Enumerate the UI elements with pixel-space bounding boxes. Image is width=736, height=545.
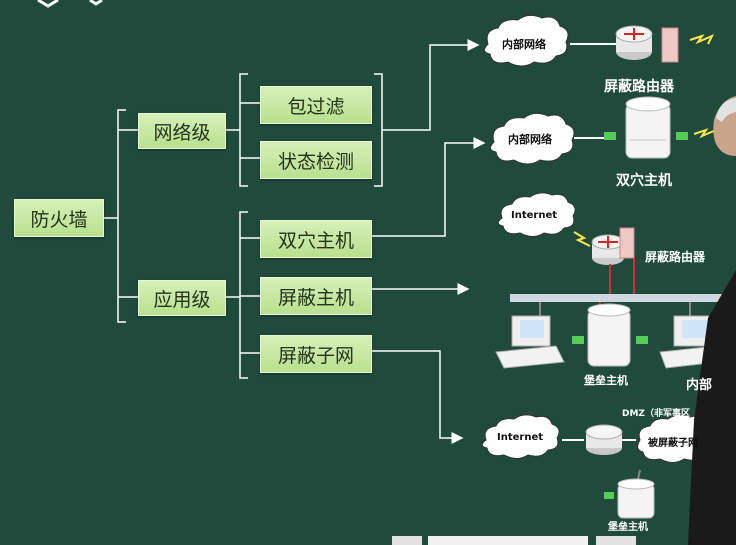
cloud-icon — [490, 112, 575, 165]
nic-icon — [636, 336, 648, 344]
d3-device-label: 屏蔽路由器 — [645, 250, 706, 264]
workstation-icon — [495, 315, 565, 369]
diagram4 — [481, 414, 705, 519]
server-icon — [587, 303, 631, 367]
d3-cloud-label: Internet — [511, 210, 558, 221]
cloud-icon — [484, 14, 569, 67]
root-node-firewall: 防火墙 — [14, 199, 104, 237]
node-dual-homed-host: 双穴主机 — [260, 220, 372, 258]
node-screened-subnet: 屏蔽子网 — [260, 335, 372, 373]
tree-connectors — [104, 39, 486, 444]
diagram1 — [484, 14, 715, 67]
d3-host2-label: 内部 — [686, 378, 713, 393]
d3-host1-label: 堡垒主机 — [584, 374, 628, 387]
node-packet-filter: 包过滤 — [260, 86, 372, 124]
node-app-level: 应用级 — [138, 280, 226, 316]
d4-subnet-label: 被屏蔽子网 — [648, 438, 698, 449]
diagram3 — [495, 192, 736, 369]
router-icon — [585, 424, 623, 455]
top-decoration — [37, 0, 103, 8]
d4-cloud-label: Internet — [497, 432, 544, 443]
server-icon — [617, 478, 655, 519]
node-network-level: 网络级 — [138, 113, 226, 149]
bottom-bar — [428, 536, 588, 545]
d2-cloud-label: 内部网络 — [508, 133, 552, 146]
d4-host-label: 堡垒主机 — [608, 522, 648, 533]
network-bus — [510, 294, 736, 302]
cloud-icon — [497, 192, 576, 237]
d2-device-label: 双穴主机 — [616, 173, 672, 189]
bottom-bar — [392, 536, 422, 545]
d1-cloud-label: 内部网络 — [502, 38, 546, 51]
diagram2 — [490, 96, 717, 165]
router-icon — [615, 25, 679, 63]
presenter-figure — [688, 96, 736, 545]
d4-zone-label: DMZ（非军事区 — [622, 409, 690, 419]
nic-icon — [604, 492, 614, 499]
d1-device-label: 屏蔽路由器 — [604, 79, 674, 95]
nic-icon — [676, 132, 688, 140]
bottom-bar — [596, 536, 636, 545]
node-stateful-inspection: 状态检测 — [260, 141, 372, 179]
nic-icon — [604, 132, 616, 140]
nic-icon — [572, 336, 584, 344]
server-icon — [625, 96, 671, 159]
cloud-icon — [481, 414, 560, 459]
router-icon — [591, 227, 635, 265]
node-screened-host: 屏蔽主机 — [260, 277, 372, 315]
